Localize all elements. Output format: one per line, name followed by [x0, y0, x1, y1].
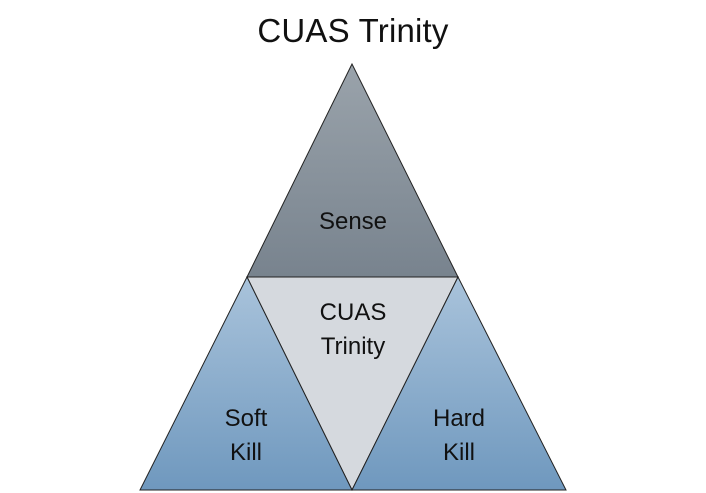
hard-kill-label-line2: Kill — [442, 439, 475, 466]
center-label-line1: CUAS — [319, 299, 387, 326]
soft-kill-label-line2: Kill — [229, 439, 262, 466]
sense-triangle — [246, 62, 459, 278]
sense-label: Sense — [283, 205, 423, 239]
hard-kill-triangle — [351, 275, 567, 491]
center-label-line2: Trinity — [320, 333, 386, 360]
sense-label-text: Sense — [318, 208, 388, 235]
center-label: CUAS Trinity — [283, 296, 423, 364]
hard-kill-label: Hard Kill — [389, 402, 529, 470]
hard-kill-label-line1: Hard — [432, 405, 486, 432]
soft-kill-triangle — [139, 275, 353, 491]
soft-kill-label: Soft Kill — [176, 402, 316, 470]
soft-kill-label-line1: Soft — [224, 405, 268, 432]
diagram-title: CUAS Trinity — [257, 12, 449, 49]
